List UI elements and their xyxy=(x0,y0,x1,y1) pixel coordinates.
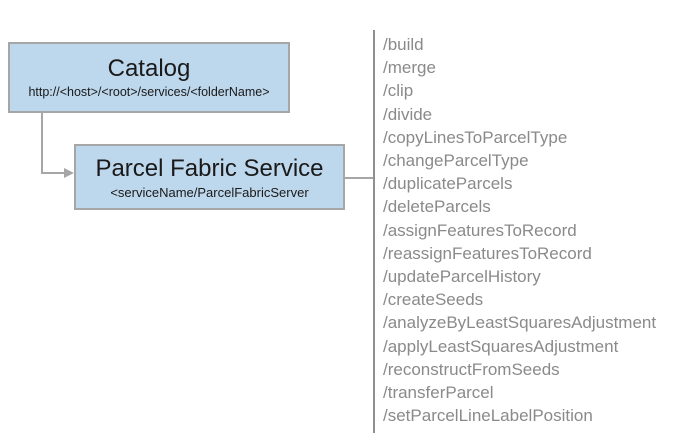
endpoint-item: /reconstructFromSeeds xyxy=(383,359,560,379)
endpoint-item: /divide xyxy=(383,104,433,124)
endpoint-item: /createSeeds xyxy=(383,290,484,310)
endpoint-item: /analyzeByLeastSquaresAdjustment xyxy=(383,313,657,333)
endpoint-item: /build xyxy=(383,35,424,54)
endpoint-item: /clip xyxy=(383,81,414,101)
connector-catalog-horizontal-line xyxy=(41,172,65,174)
endpoint-item: /copyLinesToParcelType xyxy=(383,127,568,147)
catalog-node-title: Catalog xyxy=(107,55,191,82)
endpoint-item: /transferParcel xyxy=(383,383,494,403)
endpoint-item: /updateParcelHistory xyxy=(383,267,541,287)
endpoint-item: /duplicateParcels xyxy=(383,174,513,194)
arrowhead-right-icon xyxy=(64,168,74,178)
endpoints-separator-line xyxy=(373,30,375,433)
connector-service-to-endpoints-line xyxy=(345,177,374,179)
endpoint-item: /setParcelLineLabelPosition xyxy=(383,406,593,426)
connector-catalog-vertical-line xyxy=(41,113,43,174)
endpoint-item: /merge xyxy=(383,58,436,78)
service-node-title: Parcel Fabric Service xyxy=(95,154,324,182)
endpoint-item: /applyLeastSquaresAdjustment xyxy=(383,336,619,356)
endpoint-item: /assignFeaturesToRecord xyxy=(383,220,577,240)
endpoint-item: /deleteParcels xyxy=(383,197,491,217)
catalog-node-url: http://<host>/<root>/services/<folderNam… xyxy=(28,85,270,99)
endpoint-list: /build/merge/clip/divide/copyLinesToParc… xyxy=(383,33,656,427)
endpoint-item: /reassignFeaturesToRecord xyxy=(383,243,592,263)
service-node-path: <serviceName/ParcelFabricServer xyxy=(110,184,309,200)
endpoint-item: /changeParcelType xyxy=(383,151,529,171)
catalog-node: Catalog http://<host>/<root>/services/<f… xyxy=(8,42,290,113)
parcel-fabric-service-node: Parcel Fabric Service <serviceName/Parce… xyxy=(74,144,345,210)
